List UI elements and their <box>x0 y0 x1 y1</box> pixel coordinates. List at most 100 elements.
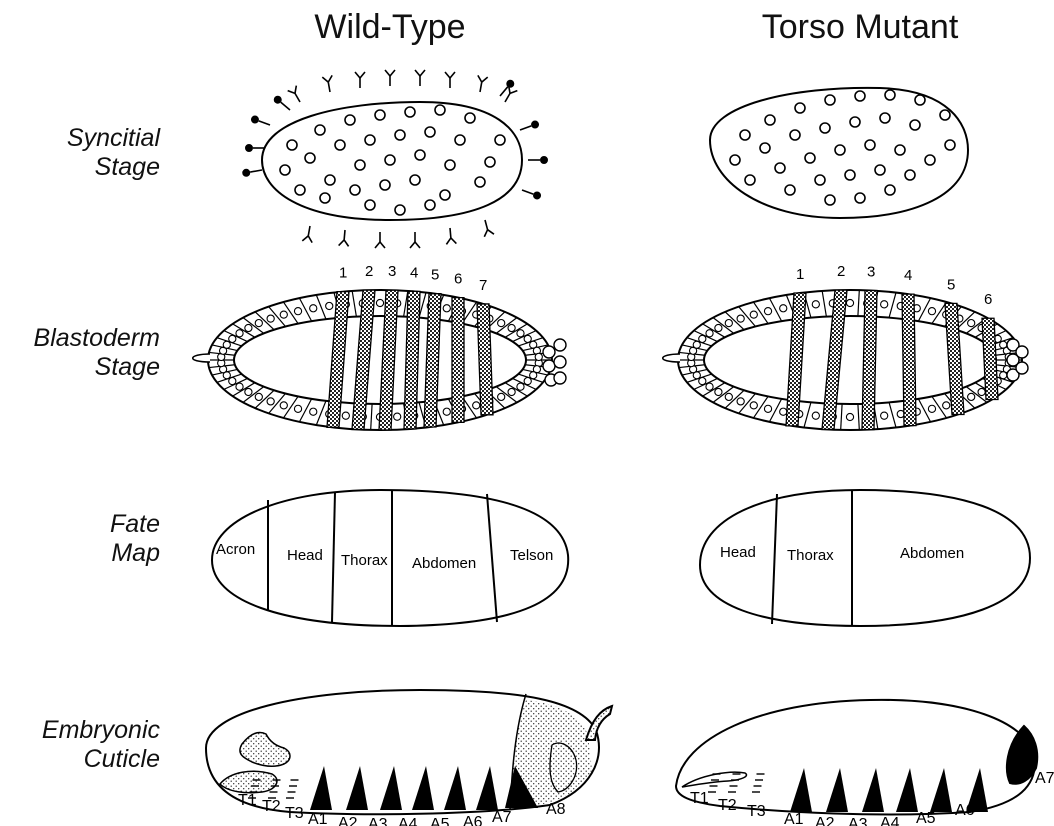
tm-nucleus <box>805 153 815 163</box>
cell-nucleus <box>706 330 713 337</box>
denticle-belt <box>476 766 498 810</box>
tm-nucleus <box>855 91 865 101</box>
denticle-belt <box>930 768 952 812</box>
cell-nucleus <box>812 301 819 308</box>
stripe-number: 2 <box>837 263 845 280</box>
segment-label: T1 <box>238 792 257 809</box>
wt-nucleus <box>495 135 505 145</box>
cell-nucleus <box>764 405 771 412</box>
wt-nucleus <box>440 190 450 200</box>
cell-nucleus <box>535 353 542 360</box>
stripe-number: 5 <box>431 267 439 284</box>
cell-nucleus <box>376 299 383 306</box>
cell-nucleus <box>267 315 274 322</box>
segment-label: T2 <box>262 798 281 815</box>
segment-label: A8 <box>546 801 566 818</box>
segment-label: A6 <box>463 814 483 826</box>
torso-ligand <box>532 121 538 127</box>
segment-label: A1 <box>308 811 328 826</box>
pole-cell <box>1016 346 1028 358</box>
wt-nucleus <box>425 200 435 210</box>
bound-receptor <box>500 81 513 96</box>
tm-nucleus <box>740 130 750 140</box>
cell-nucleus <box>881 301 888 308</box>
wt-fate-divider-head-thorax <box>332 492 335 622</box>
wt-nucleus <box>445 160 455 170</box>
segment-label: T2 <box>718 797 737 814</box>
segment-label: A2 <box>815 815 835 826</box>
wt-fate-label-thorax: Thorax <box>341 552 388 569</box>
wt-syncitial-nuclei <box>280 105 505 215</box>
wt-nucleus <box>395 130 405 140</box>
tm-nucleus <box>775 163 785 173</box>
wt-nucleus <box>365 200 375 210</box>
cell-nucleus <box>846 413 853 420</box>
tm-nucleus <box>895 145 905 155</box>
stripe-number: 1 <box>339 265 347 282</box>
tm-nucleus <box>745 175 755 185</box>
wt-stripe-labels: 1234567 <box>339 263 487 294</box>
segment-label: A2 <box>338 815 358 826</box>
torso-ligand <box>275 97 281 103</box>
torso-blastoderm-embryo <box>663 290 1028 430</box>
torso-ligand <box>243 170 249 176</box>
cell-nucleus <box>294 405 301 412</box>
wt-nucleus <box>350 185 360 195</box>
wt-nucleus <box>405 107 415 117</box>
torso-receptor <box>302 226 312 243</box>
cell-nucleus <box>280 402 287 409</box>
cell-nucleus <box>725 319 732 326</box>
cell-nucleus <box>764 308 771 315</box>
tm-nucleus <box>785 185 795 195</box>
torso-ligand <box>541 157 547 163</box>
cell-nucleus <box>715 388 722 395</box>
segment-label: T1 <box>690 790 709 807</box>
torso-receptor <box>484 220 494 237</box>
cell-nucleus <box>229 335 236 342</box>
tm-nucleus <box>865 140 875 150</box>
wt-nucleus <box>455 135 465 145</box>
torso-receptor <box>355 72 365 88</box>
denticle-belt <box>862 768 884 812</box>
segment-label: T3 <box>285 805 304 822</box>
torso-syncitial-embryo <box>710 88 968 218</box>
stripe-number: 7 <box>479 277 487 294</box>
pole-cell <box>1016 362 1028 374</box>
tm-nucleus <box>875 165 885 175</box>
tm-nucleus <box>885 90 895 100</box>
tm-nucleus <box>885 185 895 195</box>
torso-receptor <box>445 72 455 88</box>
segment-label: A5 <box>916 810 936 826</box>
cell-nucleus <box>706 383 713 390</box>
torso-ligand <box>252 116 258 122</box>
bound-receptor <box>522 190 540 199</box>
wt-nucleus <box>475 177 485 187</box>
wt-nucleus <box>365 135 375 145</box>
wt-nucleus <box>325 175 335 185</box>
tm-syncitial-nuclei <box>730 90 955 205</box>
tm-nucleus <box>845 170 855 180</box>
wt-fate-label-head: Head <box>287 547 323 564</box>
denticle-belt <box>310 766 332 810</box>
bound-receptor <box>528 157 547 163</box>
cell-nucleus <box>968 319 975 326</box>
stripe-number: 2 <box>365 263 373 280</box>
tm-nucleus <box>825 195 835 205</box>
denticle-belt <box>444 766 466 810</box>
cell-nucleus <box>750 402 757 409</box>
wt-nucleus <box>320 193 330 203</box>
pole-cell <box>543 360 555 372</box>
cell-nucleus <box>780 408 787 415</box>
wt-nucleus <box>287 140 297 150</box>
pole-cell <box>543 346 555 358</box>
cell-nucleus <box>394 413 401 420</box>
stripe-number: 5 <box>947 276 955 293</box>
cell-nucleus <box>737 398 744 405</box>
cell-nucleus <box>699 335 706 342</box>
bound-receptor <box>252 116 270 125</box>
torso-ligand <box>246 145 252 151</box>
tm-fate-label-thorax: Thorax <box>787 547 834 564</box>
tm-nucleus <box>910 120 920 130</box>
